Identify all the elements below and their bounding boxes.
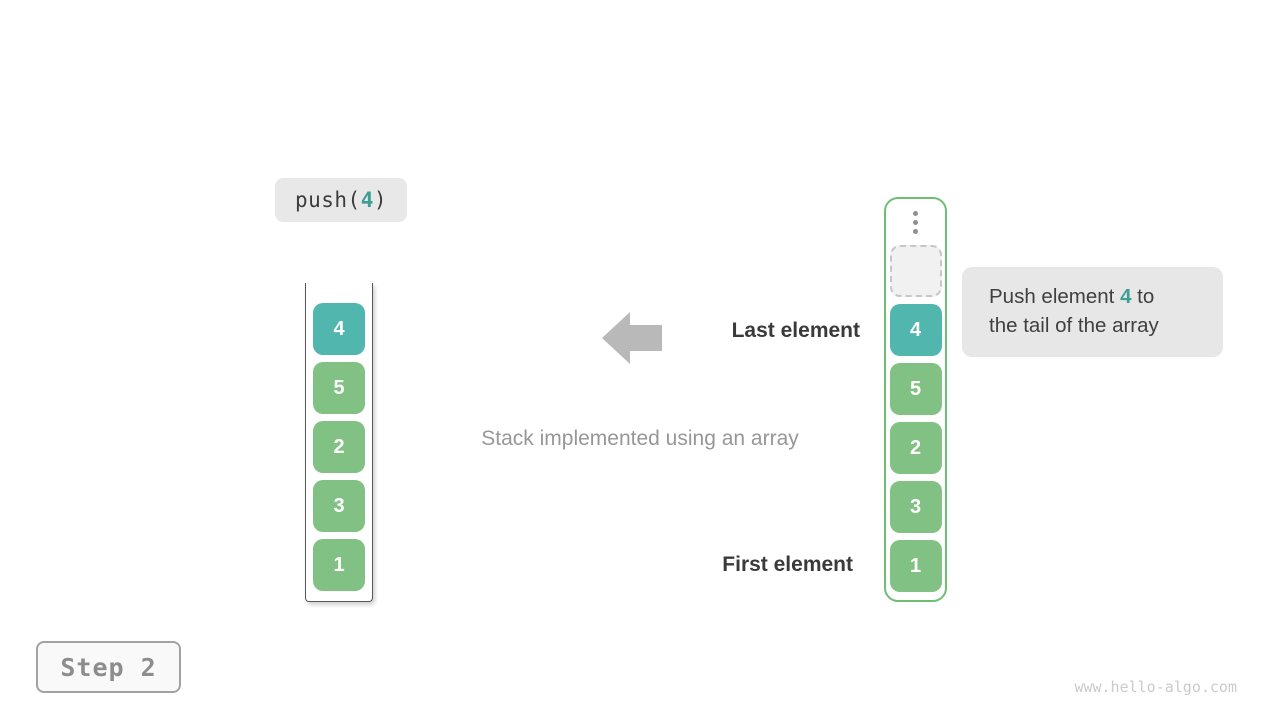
stack-cell: 3 bbox=[889, 481, 942, 533]
callout-value: 4 bbox=[1120, 285, 1132, 308]
stack-cell: 3 bbox=[313, 480, 365, 532]
stack-cell: 2 bbox=[313, 421, 365, 473]
push-callout: Push element 4 to the tail of the array bbox=[962, 267, 1223, 357]
push-call-value: 4 bbox=[360, 188, 374, 212]
watermark-url: www.hello-algo.com bbox=[1074, 678, 1237, 696]
empty-slot-placeholder bbox=[889, 245, 942, 297]
callout-line-2: the tail of the array bbox=[989, 314, 1159, 337]
callout-line-1: Push element 4 to bbox=[989, 285, 1155, 308]
stack-cell: 4 bbox=[313, 303, 365, 355]
stack-cell: 1 bbox=[313, 539, 365, 591]
stack-caption: Stack implemented using an array bbox=[481, 427, 799, 450]
stack-cell: 4 bbox=[889, 304, 942, 356]
right-stack-cells: 4 5 2 3 1 bbox=[889, 304, 942, 592]
push-call-prefix: push( bbox=[294, 188, 361, 212]
push-call-suffix: ) bbox=[373, 188, 388, 212]
stack-container-left: 4 5 2 3 1 bbox=[305, 283, 373, 602]
stack-cell: 1 bbox=[889, 540, 942, 592]
push-call-label: push(4) bbox=[275, 178, 407, 222]
ellipsis-icon bbox=[913, 211, 918, 234]
stack-cell: 5 bbox=[313, 362, 365, 414]
step-badge: Step 2 bbox=[36, 641, 181, 693]
stack-cell: 5 bbox=[889, 363, 942, 415]
left-arrow-icon bbox=[602, 310, 662, 366]
first-element-label: First element bbox=[722, 553, 853, 576]
stack-container-right: 4 5 2 3 1 bbox=[884, 197, 947, 602]
step-label: Step 2 bbox=[60, 652, 157, 682]
stack-cell: 2 bbox=[889, 422, 942, 474]
last-element-label: Last element bbox=[731, 319, 860, 342]
